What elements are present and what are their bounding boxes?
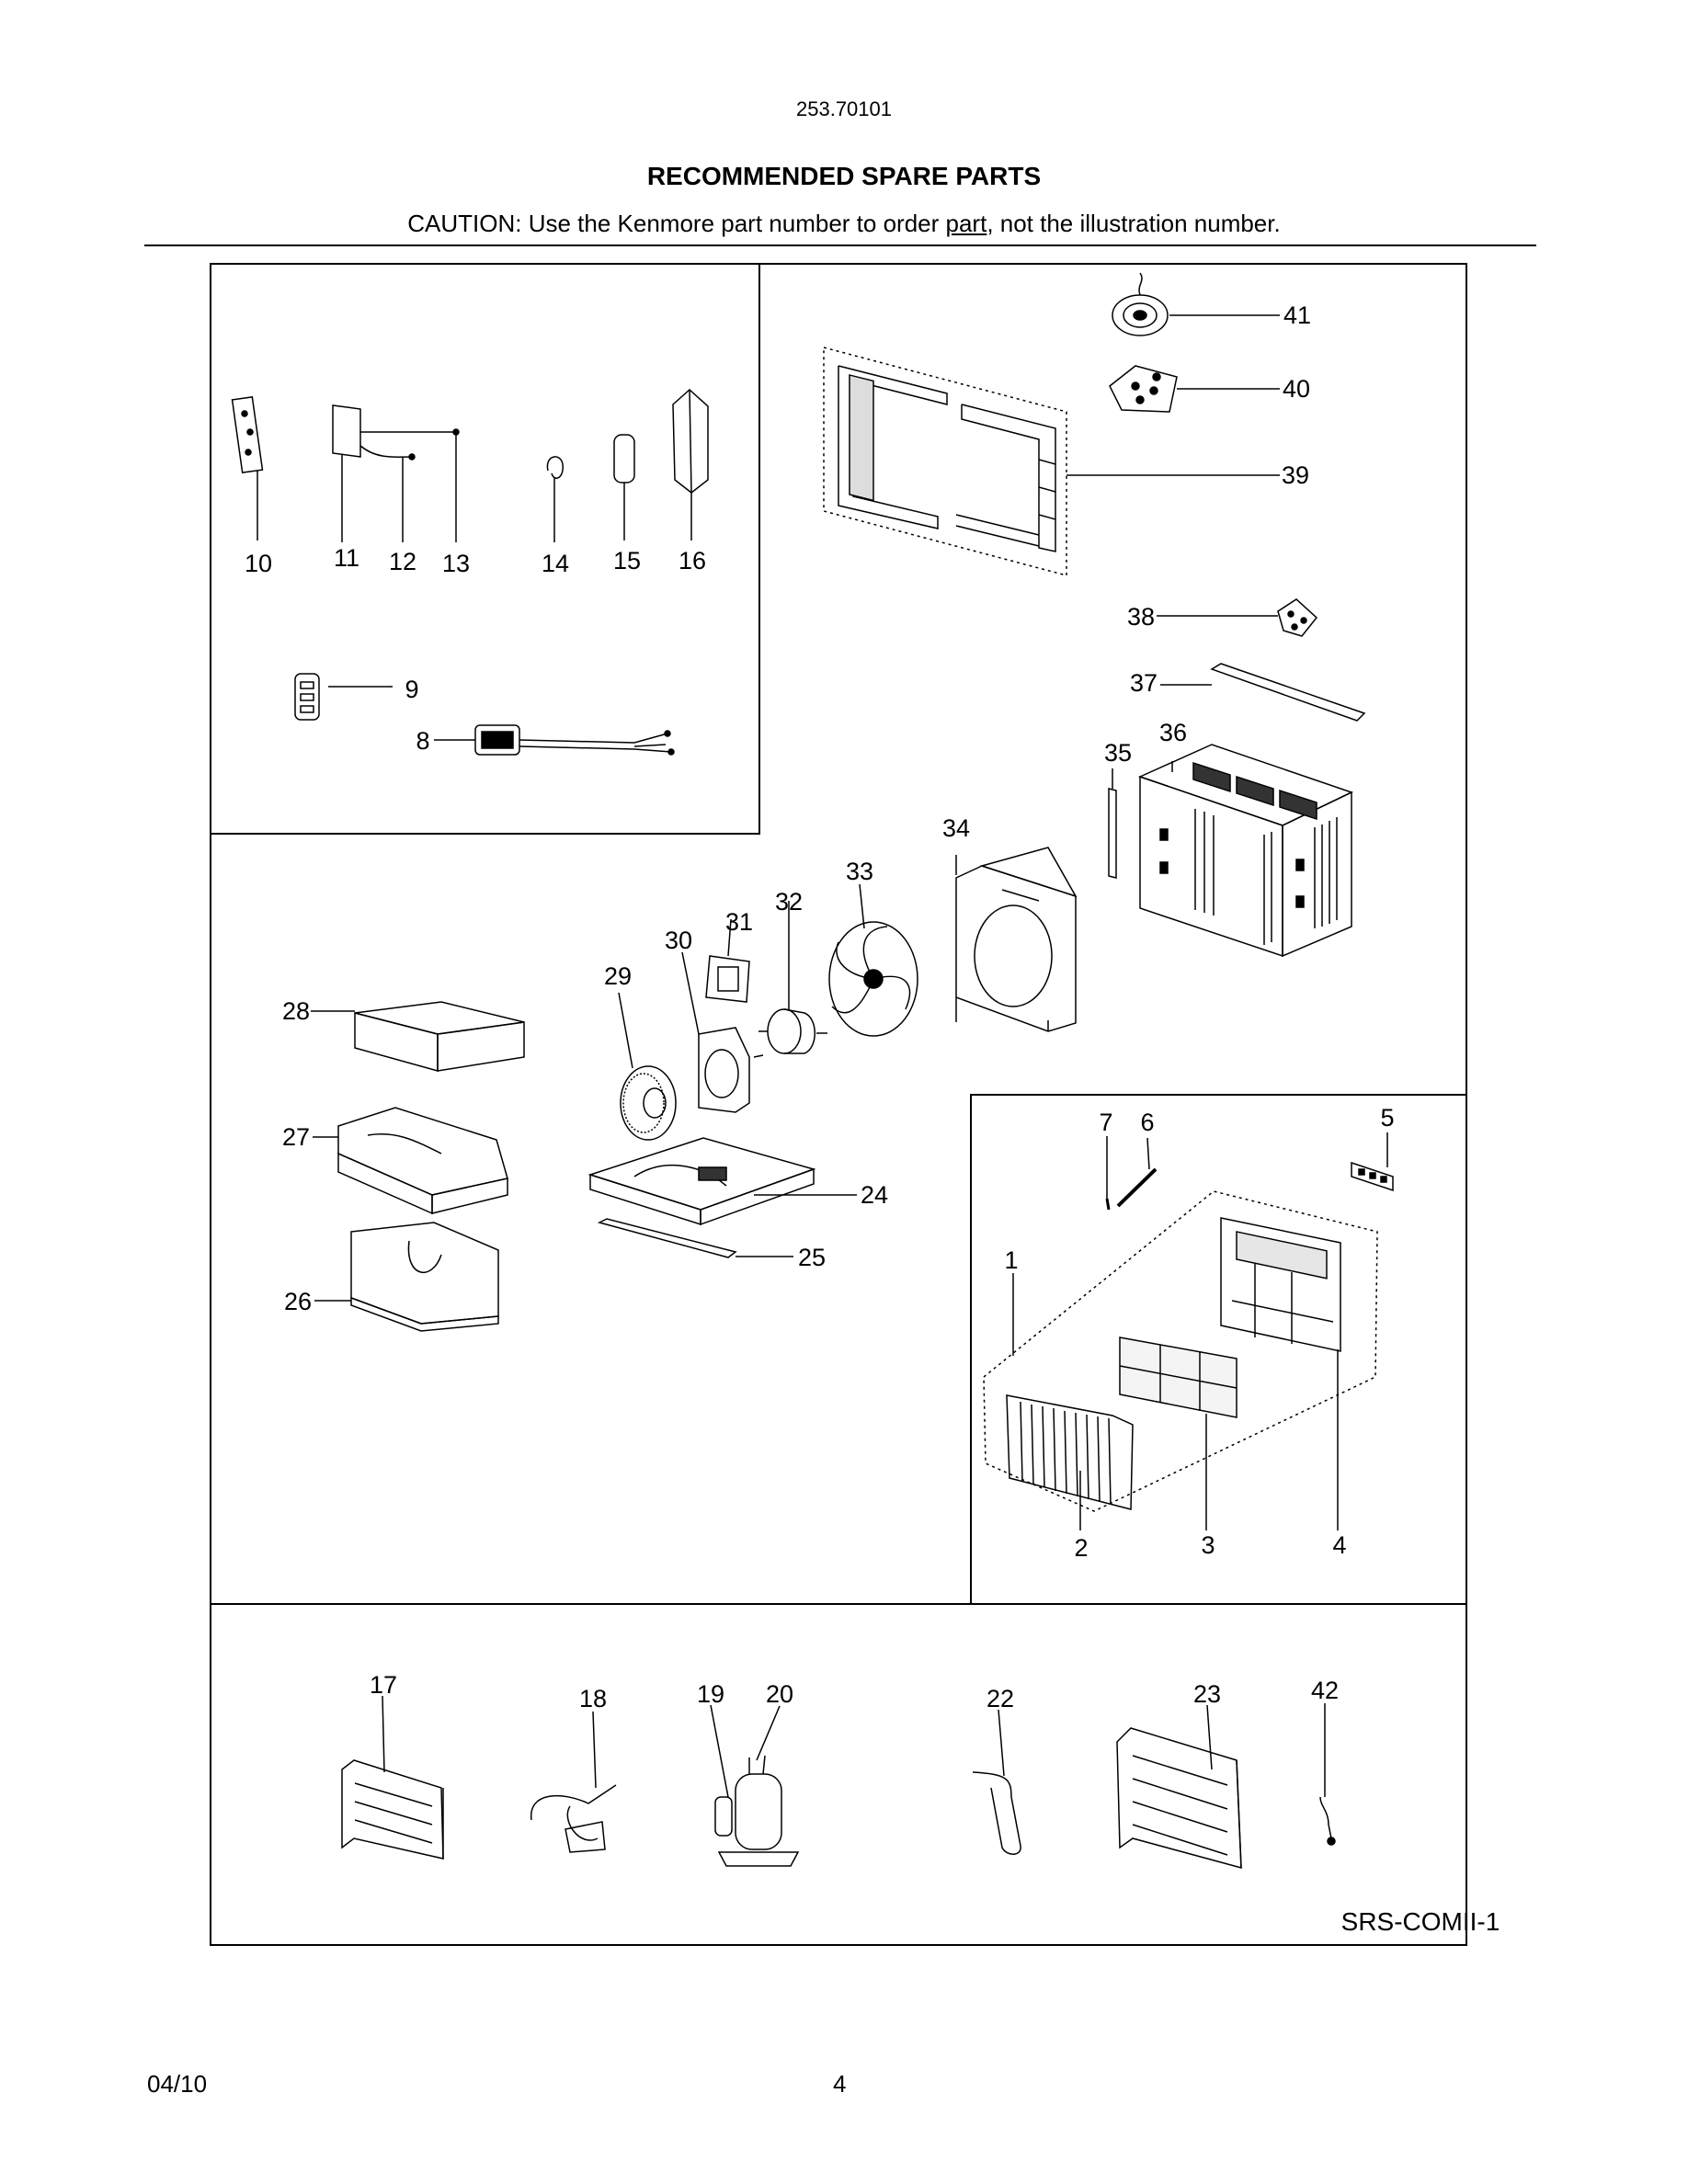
duct-part: [311, 1001, 525, 1072]
callout-9: 9: [405, 676, 418, 703]
callout-7: 7: [1099, 1109, 1112, 1136]
control-board-part: [231, 396, 264, 540]
capacitor-part: [613, 434, 635, 540]
top-seal-strip-part: [1160, 663, 1366, 722]
compressor-part: [710, 1704, 800, 1867]
callout-34: 34: [942, 814, 970, 842]
callout-14: 14: [542, 550, 569, 577]
cabinet-part: [1137, 744, 1353, 958]
callout-5: 5: [1380, 1104, 1394, 1132]
callout-40: 40: [1283, 375, 1310, 403]
caution-prefix: CAUTION: Use the Kenmore part number to …: [407, 210, 946, 237]
clip-part: [546, 456, 564, 542]
front-panel-frame: [970, 1094, 1466, 1604]
callout-39: 39: [1282, 461, 1309, 489]
callout-2: 2: [1074, 1534, 1088, 1562]
seal-tape-part: [1112, 272, 1280, 336]
page-title: RECOMMENDED SPARE PARTS: [646, 162, 1042, 190]
air-filter-part: [1119, 1337, 1237, 1530]
blower-wheel-part: [618, 992, 677, 1141]
callout-24: 24: [861, 1181, 888, 1209]
front-frame-part: [1220, 1217, 1341, 1530]
caution-note: CAUTION: Use the Kenmore part number to …: [0, 210, 1688, 238]
drain-pan-part: [313, 1107, 508, 1215]
callout-26: 26: [284, 1288, 312, 1315]
remote-control-part: [294, 673, 393, 721]
evaporator-coil-part: [341, 1695, 444, 1860]
base-rail-part: [597, 1218, 793, 1258]
callout-15: 15: [613, 547, 641, 574]
callout-27: 27: [282, 1123, 310, 1151]
callout-18: 18: [579, 1685, 607, 1712]
wire-harness-part: [332, 404, 460, 542]
side-curtain-part: [1108, 768, 1117, 879]
blower-housing-part: [681, 951, 764, 1113]
motor-bracket-part: [705, 918, 750, 1003]
callout-29: 29: [604, 962, 632, 990]
thermistor-part: [1319, 1703, 1336, 1846]
caution-underlined: part: [945, 210, 987, 237]
callout-11: 11: [334, 544, 359, 572]
callout-20: 20: [766, 1680, 793, 1708]
callout-28: 28: [282, 997, 310, 1025]
callout-37: 37: [1130, 669, 1158, 697]
callout-23: 23: [1193, 1680, 1221, 1708]
window-kit-part: [823, 347, 1280, 576]
discharge-tube-part: [972, 1709, 1021, 1855]
air-deflector-part: [1116, 1137, 1158, 1208]
callout-25: 25: [798, 1244, 826, 1271]
callout-36: 36: [1159, 719, 1187, 746]
capillary-tube-part: [530, 1711, 617, 1853]
callout-labels: 10 11 12 13 14 15 16 9 8 41 40 39 38 37 …: [245, 301, 1500, 1936]
callout-31: 31: [725, 908, 753, 936]
fan-motor-part: [758, 901, 827, 1054]
condenser-fan-blade-part: [828, 883, 918, 1037]
fan-shroud-part: [955, 847, 1078, 1032]
callout-8: 8: [416, 727, 429, 755]
controls-panel-frame: [211, 264, 760, 835]
screw-part: [1105, 1136, 1111, 1211]
front-grille-part: [1006, 1394, 1134, 1530]
callout-32: 32: [775, 888, 803, 916]
callout-38: 38: [1127, 603, 1155, 631]
diagram-frames: [210, 263, 1467, 1946]
hardware-bag-part: [1109, 365, 1280, 413]
callout-1: 1: [1004, 1246, 1018, 1274]
callout-19: 19: [697, 1680, 724, 1708]
screw-pack-part: [1157, 598, 1318, 637]
callout-22: 22: [987, 1685, 1014, 1712]
evaporator-housing-part: [314, 1222, 499, 1332]
outer-frame: [210, 263, 1467, 1946]
footer-date: 04/10: [147, 2070, 208, 2098]
callout-10: 10: [245, 550, 272, 577]
callout-42: 42: [1311, 1677, 1339, 1704]
header-rule: [144, 245, 1536, 246]
base-pan-part: [587, 1137, 857, 1226]
callout-16: 16: [679, 547, 706, 574]
callout-12: 12: [389, 548, 416, 575]
callout-33: 33: [846, 858, 873, 885]
diagram-code: SRS-COMII-1: [1341, 1907, 1500, 1936]
control-cover-part: [672, 388, 709, 540]
callout-17: 17: [370, 1671, 397, 1699]
callout-13: 13: [442, 550, 470, 577]
model-number: 253.70101: [796, 97, 892, 120]
power-cord-part: [434, 724, 675, 756]
callout-35: 35: [1104, 739, 1132, 767]
callout-3: 3: [1201, 1531, 1215, 1559]
page-number: 4: [833, 2070, 847, 2098]
callout-41: 41: [1283, 301, 1311, 329]
control-panel-part: [1351, 1132, 1394, 1192]
caution-suffix: , not the illustration number.: [987, 210, 1281, 237]
callout-4: 4: [1332, 1531, 1346, 1559]
front-panel-kit-part: [983, 1190, 1378, 1512]
condenser-coil-part: [1116, 1704, 1242, 1869]
callout-6: 6: [1140, 1109, 1154, 1136]
callout-30: 30: [665, 927, 692, 954]
